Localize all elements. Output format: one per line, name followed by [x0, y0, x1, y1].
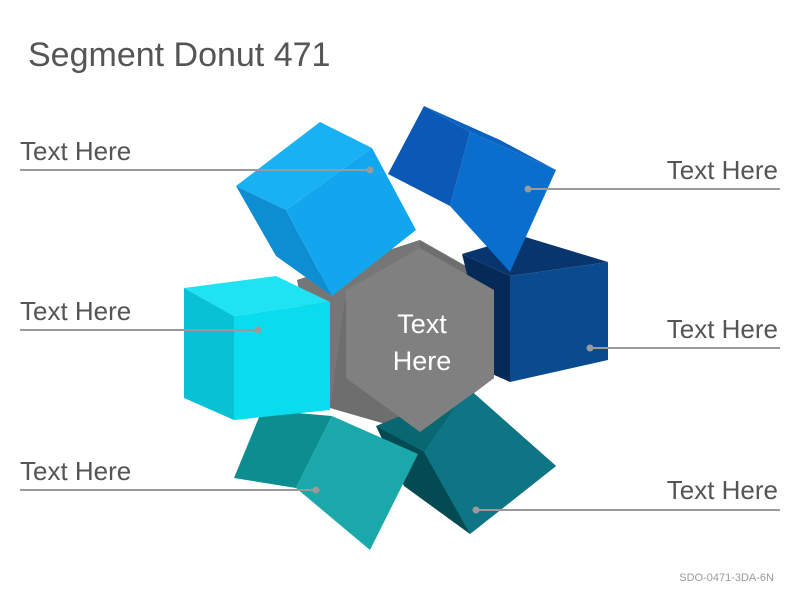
label-right-1: Text Here — [666, 155, 778, 185]
label-left-2: Text Here — [20, 296, 132, 326]
leader-dot-right-1 — [524, 185, 532, 193]
leader-dot-right-2 — [586, 344, 594, 352]
label-left-3: Text Here — [20, 456, 132, 486]
footer-code: SDO-0471-3DA-6N — [679, 572, 774, 584]
label-right-3: Text Here — [666, 475, 778, 505]
leader-dot-left-3 — [312, 486, 320, 494]
label-right-2: Text Here — [666, 314, 778, 344]
center-text-line2: Here — [393, 346, 452, 376]
leader-dot-left-1 — [366, 166, 374, 174]
cube-teal — [234, 410, 418, 550]
cube-blue — [388, 106, 556, 272]
cube-cyan — [184, 276, 330, 420]
leader-dot-right-3 — [472, 506, 480, 514]
leader-lines — [20, 166, 780, 514]
center-text-line1: Text — [397, 309, 447, 339]
cube-light-blue — [236, 122, 416, 296]
center-hexagon — [346, 248, 494, 432]
page-title: Segment Donut 471 — [28, 36, 331, 74]
label-left-1: Text Here — [20, 136, 132, 166]
leader-dot-left-2 — [254, 326, 262, 334]
